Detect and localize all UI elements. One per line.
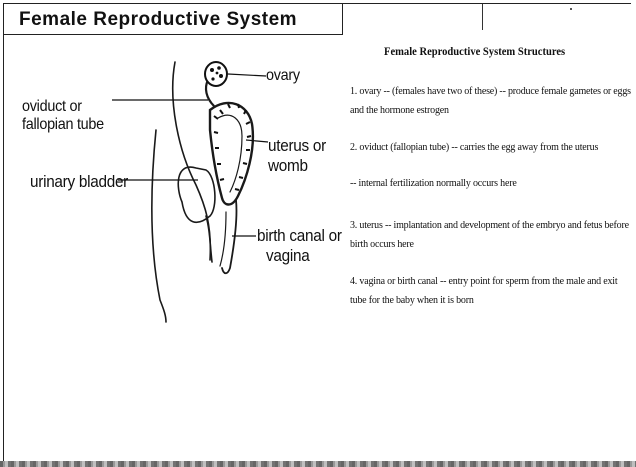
body-outline-front — [152, 130, 166, 322]
label-uterus: uterus or — [268, 136, 326, 155]
urinary-bladder — [178, 167, 215, 222]
label-ovary: ovary — [266, 67, 300, 85]
label-oviduct-line2: fallopian tube — [22, 116, 104, 134]
cervix-vagina — [222, 200, 237, 273]
body-outline-back — [173, 62, 211, 260]
bottom-scan-edge — [0, 461, 636, 467]
structure-item-uterus: 3. uterus -- implantation and developmen… — [350, 216, 634, 254]
leader-line-uterus — [246, 140, 268, 142]
structure-item-ovary: 1. ovary -- (females have two of these) … — [350, 82, 634, 120]
structure-item-vagina: 4. vagina or birth canal -- entry point … — [350, 272, 634, 310]
label-birth-canal-line2: vagina — [266, 246, 309, 265]
label-uterus-line2: womb — [268, 156, 308, 175]
label-urinary-bladder: urinary bladder — [30, 172, 128, 191]
vagina-wall — [220, 212, 226, 266]
structures-heading: Female Reproductive System Structures — [384, 44, 595, 59]
structure-item-oviduct-note: -- internal fertilization normally occur… — [350, 174, 634, 193]
label-birth-canal: birth canal or — [257, 226, 342, 245]
leader-line-ovary — [228, 74, 266, 76]
structure-item-oviduct: 2. oviduct (fallopian tube) -- carries t… — [350, 138, 634, 157]
label-oviduct: oviduct or — [22, 98, 82, 116]
ovary-shape — [205, 62, 227, 86]
